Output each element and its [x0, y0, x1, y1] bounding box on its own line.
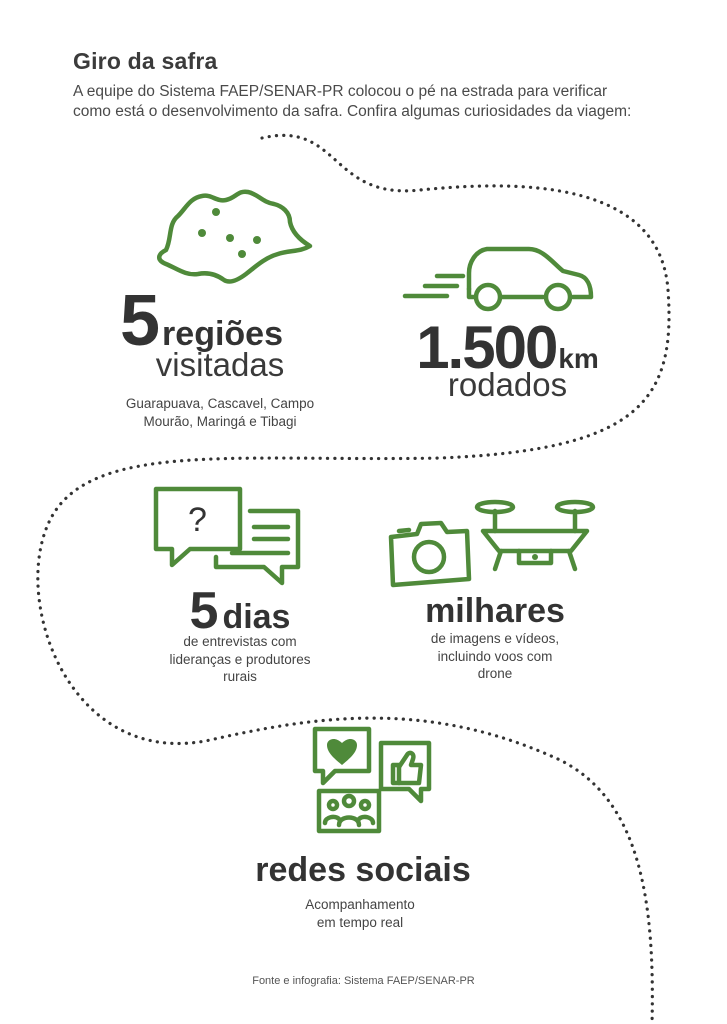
regions-detail: Guarapuava, Cascavel, Campo Mourão, Mari…: [90, 395, 350, 430]
svg-text:?: ?: [188, 501, 207, 539]
media-detail-line1: de imagens e vídeos,: [430, 631, 560, 646]
days-number: 5: [189, 582, 219, 640]
social-detail-line2: em tempo real: [316, 914, 404, 930]
days-detail: de entrevistas com lideranças e produtor…: [120, 633, 360, 686]
days-detail-line2: lideranças e produtores: [169, 651, 311, 667]
regions-detail-line2: Mourão, Maringá e Tibagi: [143, 413, 297, 429]
parana-map-icon: [157, 189, 313, 284]
camera-drone-icon: [388, 499, 596, 588]
social-headline: redes sociais: [255, 851, 471, 889]
page-title: Giro da safra: [73, 48, 218, 74]
days-detail-line3: rurais: [223, 669, 257, 684]
car-icon: [402, 246, 594, 312]
media-headline: milhares: [425, 592, 565, 630]
media-detail-line3: drone: [477, 666, 513, 681]
regions-label: visitadas: [155, 346, 285, 383]
media-detail: de imagens e vídeos, incluindo voos com …: [385, 630, 605, 683]
chat-bubbles-icon: ?: [153, 486, 301, 586]
social-media-icon: [312, 726, 432, 834]
regions-number: 5: [120, 281, 160, 361]
distance-label: rodados: [447, 366, 568, 403]
footer-source: Fonte e infografia: Sistema FAEP/SENAR-P…: [252, 975, 475, 987]
distance-number: 1.500: [416, 314, 558, 381]
media-detail-line2: incluindo voos com: [437, 648, 553, 664]
distance-headline: 1.500km: [385, 318, 630, 378]
days-detail-line1: de entrevistas com: [183, 634, 297, 649]
distance-unit: km: [558, 343, 599, 374]
regions-detail-line1: Guarapuava, Cascavel, Campo: [125, 396, 315, 411]
regions-unit: regiões: [162, 315, 283, 353]
social-detail: Acompanhamento em tempo real: [250, 896, 470, 931]
days-unit: dias: [222, 598, 291, 636]
intro-text: A equipe do Sistema FAEP/SENAR-PR coloco…: [73, 83, 632, 120]
social-detail-line1: Acompanhamento: [305, 897, 415, 912]
